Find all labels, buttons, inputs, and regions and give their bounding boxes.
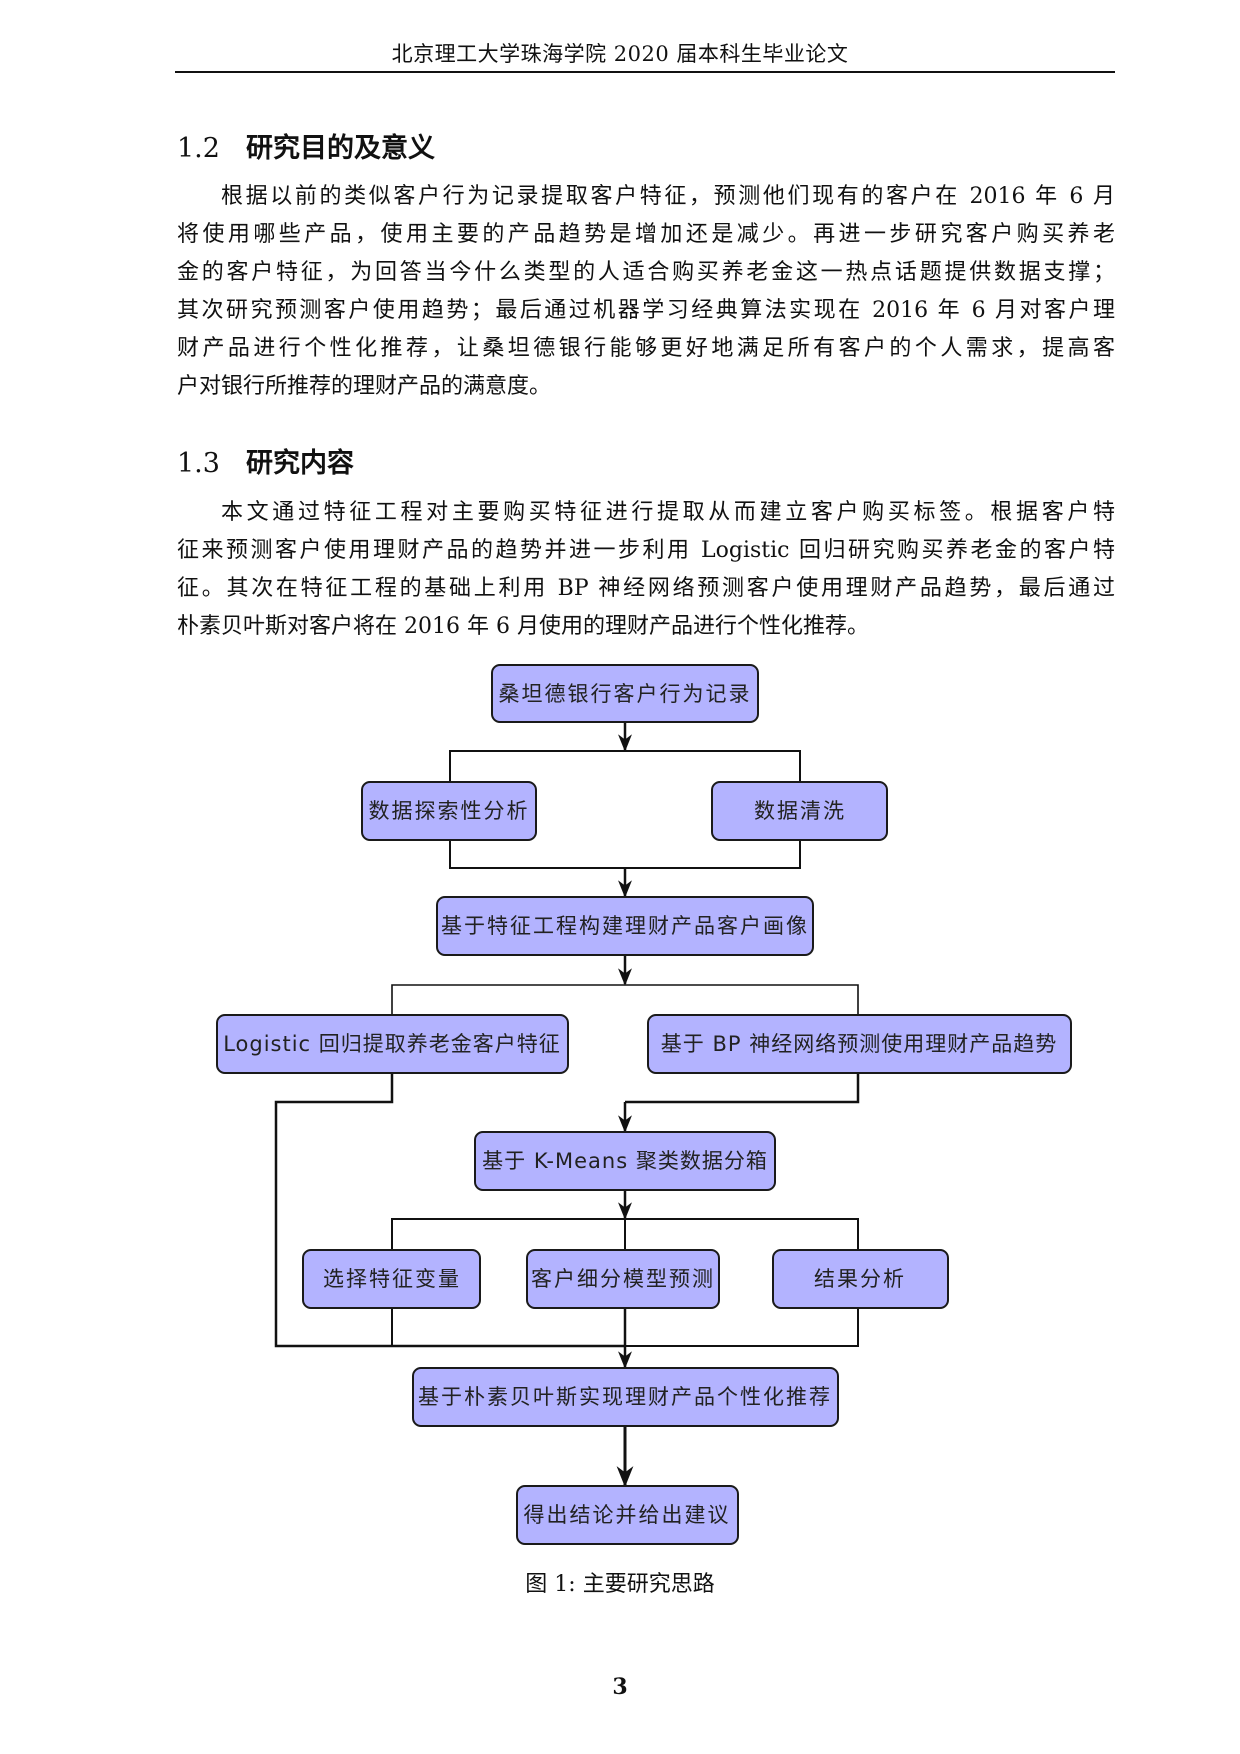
flow-node-3: 数据清洗: [711, 781, 888, 841]
paragraph-line: 金的客户特征，为回答当今什么类型的人适合购买养老金这一热点话题提供数据支撑；: [177, 260, 1115, 285]
node-label: 得出结论并给出建议: [524, 1503, 731, 1527]
node-label: Logistic 回归提取养老金客户特征: [223, 1032, 561, 1056]
paragraph-line: 其次研究预测客户使用趋势；最后通过机器学习经典算法实现在 2016 年 6 月对…: [177, 298, 1115, 323]
flow-node-5: Logistic 回归提取养老金客户特征: [216, 1014, 569, 1074]
section-number: 1.2: [177, 133, 220, 164]
figure-caption: 图 1: 主要研究思路: [525, 1572, 715, 1597]
section-heading-1-2: 1.2 研究目的及意义: [177, 126, 435, 165]
node-label: 结果分析: [814, 1267, 906, 1291]
node-label: 基于朴素贝叶斯实现理财产品个性化推荐: [418, 1385, 832, 1409]
section-title: 研究内容: [245, 448, 354, 479]
header-rule: [175, 71, 1115, 73]
paragraph-line: 根据以前的类似客户行为记录提取客户特征，预测他们现有的客户在 2016 年 6 …: [221, 184, 1115, 209]
flow-node-4: 基于特征工程构建理财产品客户画像: [436, 896, 814, 956]
running-header: 北京理工大学珠海学院 2020 届本科生毕业论文: [391, 42, 849, 66]
flow-node-2: 数据探索性分析: [361, 781, 537, 841]
node-label: 桑坦德银行客户行为记录: [499, 682, 752, 706]
connectors: [274, 722, 860, 1488]
section-title: 研究目的及意义: [245, 133, 435, 164]
flow-node-8: 选择特征变量: [302, 1249, 481, 1309]
flow-node-9: 客户细分模型预测: [526, 1249, 720, 1309]
flow-node-12: 得出结论并给出建议: [516, 1485, 739, 1545]
node-label: 基于特征工程构建理财产品客户画像: [441, 914, 809, 938]
paragraph-line: 朴素贝叶斯对客户将在 2016 年 6 月使用的理财产品进行个性化推荐。: [177, 614, 869, 639]
paragraph-line: 将使用哪些产品，使用主要的产品趋势是增加还是减少。再进一步研究客户购买养老: [177, 222, 1115, 247]
flow-node-10: 结果分析: [772, 1249, 949, 1309]
page-number: 3: [612, 1674, 628, 1700]
paragraph-line: 财产品进行个性化推荐，让桑坦德银行能够更好地满足所有客户的个人需求，提高客: [177, 336, 1115, 361]
section-number: 1.3: [177, 448, 220, 479]
node-label: 基于 K-Means 聚类数据分箱: [482, 1149, 768, 1173]
flow-node-11: 基于朴素贝叶斯实现理财产品个性化推荐: [412, 1367, 839, 1427]
paragraph-line: 征。其次在特征工程的基础上利用 BP 神经网络预测客户使用理财产品趋势，最后通过: [177, 576, 1115, 601]
paragraph-line: 征来预测客户使用理财产品的趋势并进一步利用 Logistic 回归研究购买养老金…: [177, 538, 1115, 563]
node-label: 选择特征变量: [323, 1267, 461, 1291]
paragraph-line: 户对银行所推荐的理财产品的满意度。: [177, 374, 552, 399]
node-label: 数据探索性分析: [369, 799, 530, 823]
node-label: 基于 BP 神经网络预测使用理财产品趋势: [661, 1032, 1057, 1056]
paragraph-line: 本文通过特征工程对主要购买特征进行提取从而建立客户购买标签。根据客户特: [221, 500, 1115, 525]
section-1-2-paragraph: 根据以前的类似客户行为记录提取客户特征，预测他们现有的客户在 2016 年 6 …: [177, 178, 1115, 406]
flow-node-6: 基于 BP 神经网络预测使用理财产品趋势: [647, 1014, 1072, 1074]
section-1-3-paragraph: 本文通过特征工程对主要购买特征进行提取从而建立客户购买标签。根据客户特 征来预测…: [177, 494, 1115, 646]
flow-node-1: 桑坦德银行客户行为记录: [491, 664, 759, 723]
section-heading-1-3: 1.3 研究内容: [177, 441, 354, 480]
flow-node-7: 基于 K-Means 聚类数据分箱: [474, 1131, 776, 1191]
node-label: 客户细分模型预测: [531, 1267, 715, 1291]
node-label: 数据清洗: [754, 799, 846, 823]
